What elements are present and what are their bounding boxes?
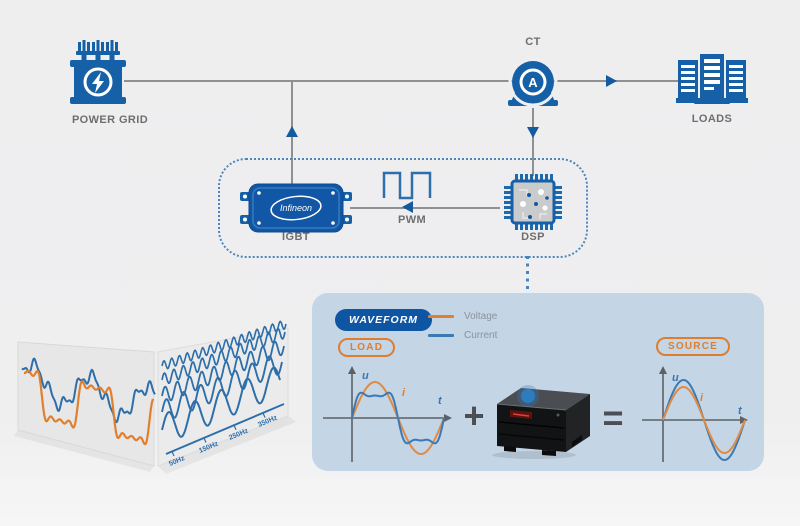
current-swatch-icon [428, 333, 454, 337]
waveform-badge: WAVEFORM [335, 309, 433, 331]
voltage-swatch-icon [428, 314, 454, 318]
arrow-right-icon [606, 75, 617, 87]
server-rack-icon [724, 60, 748, 103]
legend-item-current: Current [428, 327, 497, 343]
pwm-squarewave-icon [382, 171, 432, 200]
legend-current-label: Current [464, 329, 498, 341]
distorted-voltage-wave [24, 369, 155, 446]
legend: Voltage Current [428, 308, 497, 346]
harmonics-3d-chart: 50Hz 150Hz 250Hz 350Hz [14, 320, 296, 474]
harmonic-wave [161, 355, 283, 419]
arrow-down-icon [527, 127, 539, 138]
load-badge: LOAD [338, 338, 396, 357]
u-axis-label: u [362, 370, 369, 382]
loads-server-racks-icon [676, 54, 748, 104]
ammeter-letter: A [528, 75, 538, 90]
frequency-axis [165, 403, 285, 455]
server-rack-icon [694, 54, 730, 104]
u-axis-label: u [672, 372, 679, 384]
legend-voltage-label: Voltage [464, 310, 498, 322]
arrow-up-icon [286, 126, 298, 137]
loads-label: LOADS [691, 113, 733, 125]
lightning-bolt-icon [92, 72, 104, 93]
ct-label: CT [525, 36, 541, 48]
dsp-to-igbt-line [350, 207, 500, 209]
circle-outline-icon [83, 67, 113, 97]
bus-line-grid-to-ct [124, 80, 512, 82]
i-axis-label: i [700, 392, 704, 404]
distorted-current-wave [21, 357, 156, 424]
legend-item-voltage: Voltage [428, 308, 497, 324]
load-waveform-plot: u i t [323, 366, 452, 462]
dsp-chip-icon [504, 174, 562, 230]
measurement-dot-icon [521, 389, 535, 403]
ct-ammeter-icon: A [508, 57, 558, 107]
bushing-icon [90, 40, 106, 61]
i-axis-label: i [402, 387, 406, 399]
load-current-curve [351, 391, 445, 445]
source-badge: SOURCE [656, 337, 730, 356]
controller-dashed-box [218, 158, 588, 258]
arrow-left-icon [402, 201, 413, 213]
igbt-module-icon: Infineon [240, 183, 352, 233]
equals-sign: = [602, 397, 624, 438]
infineon-logo: Infineon [280, 203, 312, 213]
power-grid-label: POWER GRID [71, 114, 149, 126]
server-rack-icon [676, 60, 700, 103]
fundamental-wave [161, 366, 281, 438]
bushing-icon [104, 40, 120, 61]
t-axis-label: t [438, 395, 443, 407]
dsp-label: DSP [521, 231, 545, 243]
igbt-label: IGBT [282, 231, 310, 243]
bushing-icon [76, 40, 92, 61]
t-axis-label: t [738, 405, 743, 417]
source-voltage-curve [662, 386, 746, 454]
ct-to-dsp-line [532, 108, 534, 176]
harmonic-wave [161, 320, 287, 370]
power-grid-transformer-icon [70, 40, 126, 104]
plus-sign: + [463, 395, 485, 436]
pwm-label: PWM [397, 214, 427, 226]
harmonic-wave [161, 327, 286, 385]
source-waveform-plot: u i t [642, 366, 748, 462]
active-power-filter-device [492, 388, 590, 459]
